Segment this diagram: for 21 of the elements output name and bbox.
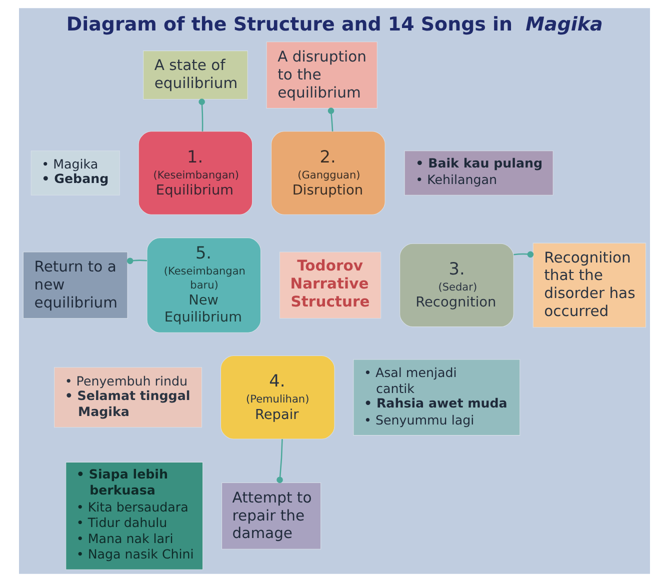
diagram-title: Diagram of the Structure and 14 Songs in Magika [66,14,602,36]
node-box: A disruption to the equilibrium [266,42,377,108]
connector [198,98,204,132]
connector [126,258,146,264]
node-box: Return to a new equilibrium [22,252,128,319]
node-box: Todorov Narrative Structure [278,252,381,319]
connector [276,439,282,484]
node-box: 1. (Keseimbangan) Equilibrium [138,131,252,215]
node-box: 5. (Keseimbangan baru) New Equilibrium [146,238,261,333]
node-box: A state of equilibrium [142,50,248,100]
node-box: • Baik kau pulang • Kehilangan [404,150,553,196]
node-box: 4. (Pemulihan) Repair [220,356,334,440]
node-box: 2. (Gangguan) Disruption [270,131,385,215]
node-box: Attempt to repair the damage [221,482,321,550]
connector [327,108,334,132]
node-box: • Siapa lebih berkuasa • Kita bersaudara • Tidur dahulu • Mana nak lari • Naga nasik Chini [65,462,203,570]
node-box: • Asal menjadi cantik • Rahsia awet muda • Senyummu lagi [352,359,520,436]
node-box: Recognition that the disorder has occurred [532,242,646,328]
node-box: • Penyembuh rindu • Selamat tinggal Magika [54,367,202,428]
connector [513,251,534,258]
node-box: 3. (Sedar) Recognition [399,243,514,328]
